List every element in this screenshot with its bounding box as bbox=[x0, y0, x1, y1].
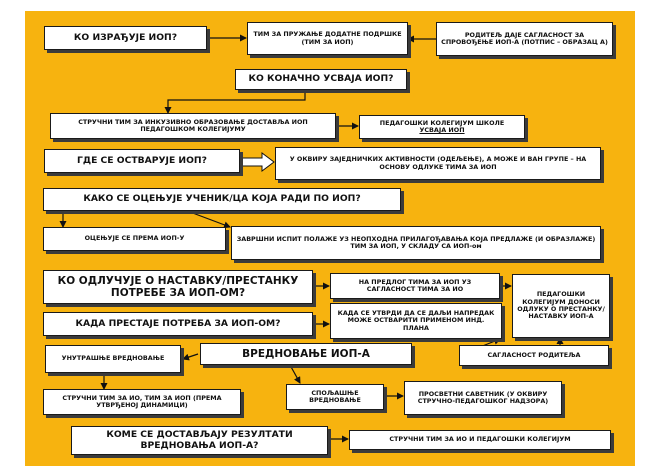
box-na-predlog: НА ПРЕДЛОГ ТИМА ЗА ИОП УЗ САГЛАСНОСТ ТИМ… bbox=[330, 273, 500, 299]
box-u-okviru: У ОКВИРУ ЗАЈЕДНИЧКИХ АКТИВНОСТИ (ОДЕЉЕЊЕ… bbox=[275, 147, 601, 180]
box-unutrasnje: УНУТРАШЊЕ ВРЕДНОВАЊЕ bbox=[45, 345, 181, 373]
box-spoljasnje: СПОЉАШЊЕ ВРЕДНОВАЊЕ bbox=[286, 384, 384, 410]
box-kada-prestaje: КАДА ПРЕСТАЈЕ ПОТРЕБА ЗА ИОП-ОМ? bbox=[43, 312, 313, 336]
box-vrednovanje: ВРЕДНОВАЊЕ ИОП-А bbox=[200, 343, 412, 365]
box-zavrsni-ispit: ЗАВРШНИ ИСПИТ ПОЛАЖЕ УЗ НЕОПХОДНА ПРИЛАГ… bbox=[231, 226, 601, 260]
box-tim-podrske: ТИМ ЗА ПРУЖАЊЕ ДОДАТНЕ ПОДРШКЕ (ТИМ ЗА И… bbox=[247, 22, 408, 55]
box-ko-usvaja: КО КОНАЧНО УСВАЈА ИОП? bbox=[235, 69, 407, 90]
box-prosvetni-savetnik: ПРОСВЕТНИ САВЕТНИК (У ОКВИРУ СТРУЧНО-ПЕД… bbox=[404, 381, 562, 415]
box-kako-ocenjuje: КАКО СЕ ОЦЕЊУЈЕ УЧЕНИК/ЦА КОЈА РАДИ ПО И… bbox=[43, 188, 401, 211]
box-ko-odlucuje: КО ОДЛУЧУЈЕ О НАСТАВКУ/ПРЕСТАНКУ ПОТРЕБЕ… bbox=[43, 270, 313, 304]
box-strucni-tim-io: СТРУЧНИ ТИМ ЗА ИО, ТИМ ЗА ИОП (ПРЕМА УТВ… bbox=[43, 389, 241, 415]
box-ko-izraduje: КО ИЗРАЂУЈЕ ИОП? bbox=[44, 26, 207, 50]
box-ped-kolegijum-odluka: ПЕДАГОШКИ КОЛЕГИЈУМ ДОНОСИ ОДЛУКУ О ПРЕС… bbox=[512, 274, 610, 338]
box-gde-ostvaruje: ГДЕ СЕ ОСТВАРУЈЕ ИОП? bbox=[44, 149, 240, 173]
box-kada-se-utvrdi: КАДА СЕ УТВРДИ ДА СЕ ДАЉИ НАПРЕДАК МОЖЕ … bbox=[330, 303, 502, 339]
box-roditelj-saglasnost: РОДИТЕЉ ДАЈЕ САГЛАСНОСТ ЗА СПРОВОЂЕЊЕ ИО… bbox=[436, 22, 613, 56]
box-strucni-tim-i-kolegijum: СТРУЧНИ ТИМ ЗА ИО И ПЕДАГОШКИ КОЛЕГИЈУМ bbox=[349, 430, 611, 450]
box-kome-dostavljaju: КОМЕ СЕ ДОСТАВЉАЈУ РЕЗУЛТАТИ ВРЕДНОВАЊА … bbox=[71, 426, 328, 455]
box-ped-kolegijum-usvaja: ПЕДАГОШКИ КОЛЕГИЈУМ ШКОЛЕ УСВАЈА ИОП bbox=[359, 115, 525, 139]
box-ocenjuje-prema: ОЦЕЊУЈЕ СЕ ПРЕМА ИОП-У bbox=[43, 227, 226, 251]
box-strucni-tim-dostavlja: СТРУЧНИ ТИМ ЗА ИНКУЗИВНО ОБРАЗОВАЊЕ ДОСТ… bbox=[50, 113, 336, 139]
box-saglasnost-roditelja: САГЛАСНОСТ РОДИТЕЉА bbox=[459, 345, 609, 366]
